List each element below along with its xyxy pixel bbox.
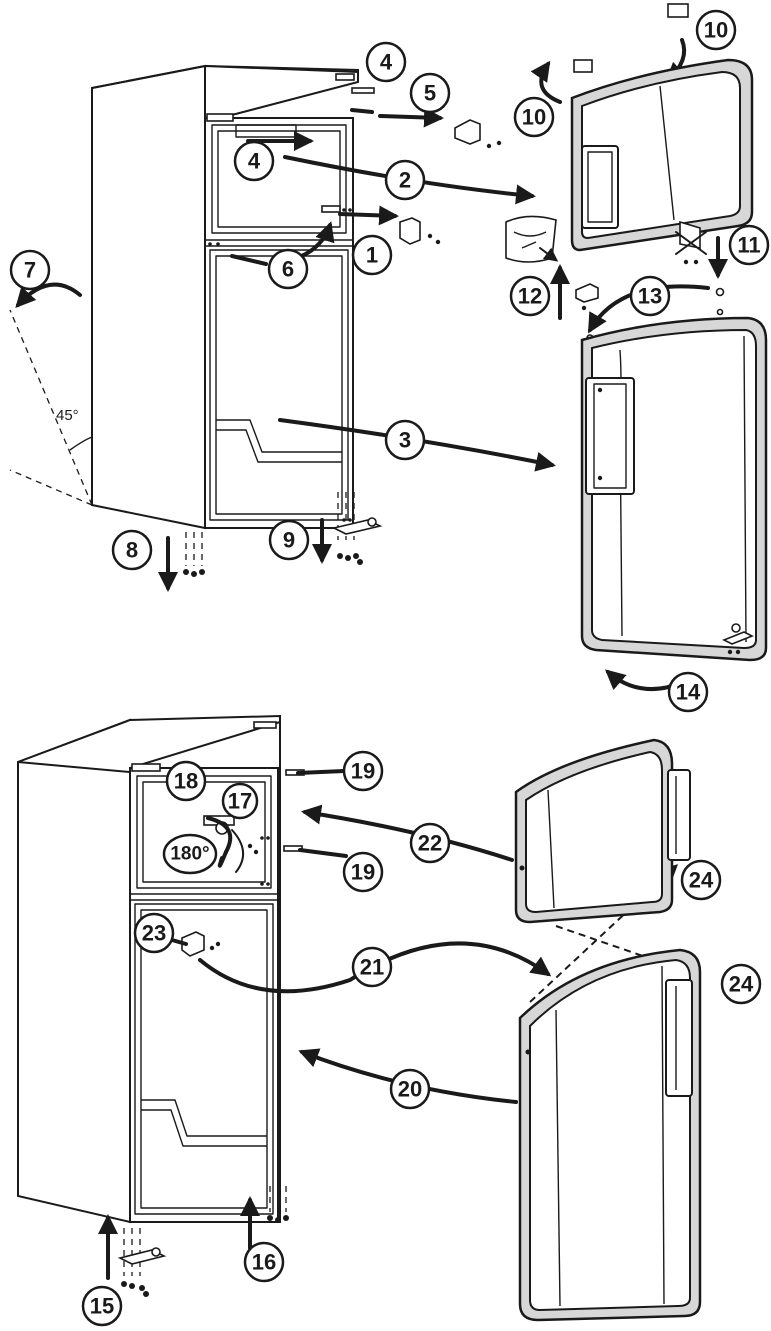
step-number: 16 [252,1250,276,1275]
step-number: 1 [366,243,378,268]
step-badge-15: 15 [81,1285,123,1327]
step-badge-23: 23 [133,912,175,954]
step-number: 21 [360,955,384,980]
rotation-180-indicator: 180° [162,829,244,875]
step-badge-8: 8 [111,529,153,571]
step-number: 14 [676,680,701,705]
step-badge-22: 22 [409,822,451,864]
step-badge-24b: 24 [720,963,762,1005]
step-badge-10b: 10 [513,96,555,138]
step-number: 9 [283,528,295,553]
fridge-bottom-view [17,714,305,1224]
step-badge-3: 3 [384,419,426,461]
step-number: 7 [24,258,36,283]
step-badge-4a: 4 [365,41,407,83]
step-number: 8 [126,538,138,563]
step-number: 23 [142,921,166,946]
step-number: 10 [704,18,728,43]
step-number: 19 [351,860,375,885]
step-badge-11: 11 [728,224,770,266]
step-badge-9: 9 [268,519,310,561]
step-badge-1: 1 [351,234,393,276]
step-number: 18 [174,769,198,794]
step-badge-20: 20 [389,1068,431,1110]
fridge-top-view [91,64,359,530]
step-number: 24 [729,972,754,997]
step-number: 15 [90,1294,114,1319]
freezer-door-top [570,3,754,342]
step-badge-5: 5 [409,72,451,114]
step-badge-12: 12 [509,275,551,317]
rotation-label: 180° [170,844,209,865]
step-badge-7: 7 [9,249,51,291]
step-badge-4b: 4 [233,140,275,182]
parts-bag-icon [505,215,559,263]
step-number: 22 [418,831,442,856]
top-hinge-parts [321,87,502,245]
step-number: 4 [380,50,393,75]
step-number: 20 [398,1077,422,1102]
step-badge-2: 2 [384,159,426,201]
step-number: 11 [737,233,760,258]
step-number: 10 [522,105,546,130]
bottom-hinge-parts-bottom [117,1186,289,1297]
step-number: 17 [228,789,252,814]
step-number: 24 [689,868,714,893]
step-number: 13 [638,284,662,309]
step-badge-14: 14 [667,671,709,713]
step-number: 4 [248,149,261,174]
freezer-door-bottom [514,738,691,924]
step-badge-16: 16 [243,1241,285,1283]
tilt-angle-label: 45° [56,407,79,424]
bottom-hinge-parts-top [183,492,383,577]
step-badge-19b: 19 [342,851,384,893]
step-badge-10a: 10 [695,9,737,51]
step-badge-18: 18 [165,760,207,802]
step-badge-17: 17 [221,782,259,820]
step-number: 12 [518,284,542,309]
step-badge-24a: 24 [680,859,722,901]
step-number: 5 [424,81,436,106]
tilt-angle-indicator: 45° [9,282,93,506]
step-number: 2 [399,168,411,193]
fridge-door-top [580,316,768,662]
step-number: 3 [399,428,411,453]
step-number: 19 [351,759,375,784]
step-badge-19a: 19 [342,750,384,792]
step-badge-6: 6 [267,248,309,290]
step-badge-21: 21 [351,946,393,988]
step-number: 6 [282,257,294,282]
fridge-door-bottom [518,948,702,1322]
step-badge-13: 13 [629,275,671,317]
